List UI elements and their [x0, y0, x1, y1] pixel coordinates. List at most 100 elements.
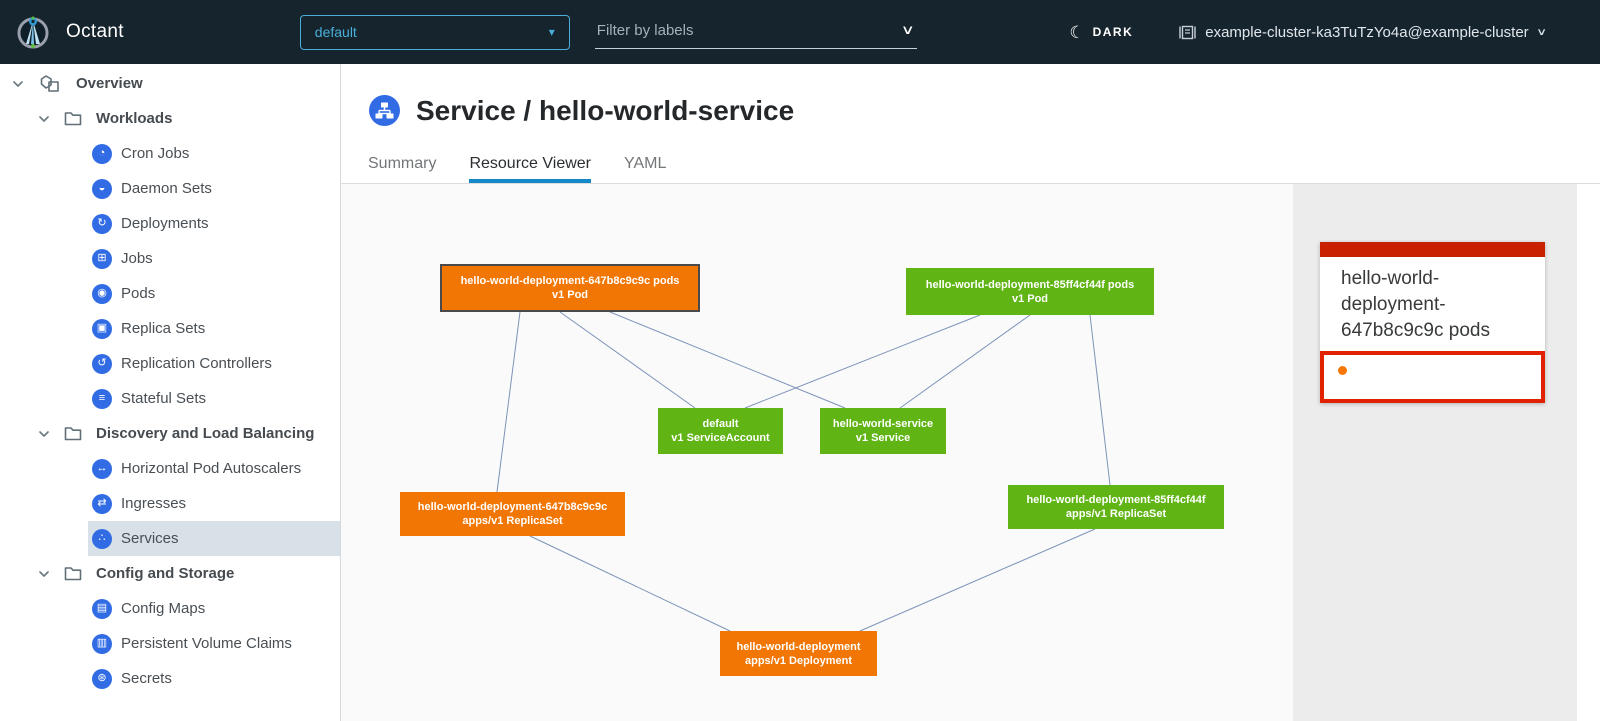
cluster-context-selector[interactable]: example-cluster-ka3TuTzYo4a@example-clus…	[1179, 23, 1547, 41]
cronjob-icon: ◔	[92, 143, 112, 164]
theme-toggle-label: DARK	[1092, 25, 1134, 39]
octant-logo-icon	[17, 16, 49, 49]
node-label-kind: apps/v1 ReplicaSet	[462, 515, 563, 527]
selected-node-card[interactable]: hello-world-deployment-647b8c9c9c pods	[1320, 242, 1545, 403]
graph-node-deployment-hello-world[interactable]: hello-world-deployment apps/v1 Deploymen…	[720, 631, 877, 676]
theme-toggle-button[interactable]: ☾ DARK	[1069, 24, 1133, 41]
main-content: Service / hello-world-service Summary Re…	[341, 64, 1600, 721]
sidebar-item-label: Deployments	[121, 215, 209, 232]
header-right-group: ☾ DARK example-cluster-ka3TuTzYo4a@examp…	[1069, 24, 1600, 41]
graph-node-service-hello-world[interactable]: hello-world-service v1 Service	[820, 408, 946, 454]
node-label-name: default	[702, 418, 739, 430]
sidebar-item-persistent-volume-claims[interactable]: ▥ Persistent Volume Claims	[88, 626, 340, 661]
namespace-dropdown[interactable]: default ▾	[299, 14, 570, 50]
service-icon	[369, 95, 400, 126]
sidebar-group-label: Workloads	[96, 110, 173, 127]
node-label-name: hello-world-deployment-85ff4cf44f pods	[925, 278, 1135, 291]
replicationcontroller-icon: ↺	[92, 353, 112, 374]
scrollbar-track[interactable]	[1577, 184, 1600, 721]
card-status-bar	[1320, 242, 1545, 257]
sidebar-item-jobs[interactable]: ⊞ Jobs	[88, 241, 340, 276]
sidebar-item-horizontal-pod-autoscalers[interactable]: ↔ Horizontal Pod Autoscalers	[88, 451, 340, 486]
sidebar-item-label: Horizontal Pod Autoscalers	[121, 460, 302, 477]
cluster-icon	[1179, 25, 1196, 39]
sidebar-item-pods[interactable]: ◉ Pods	[88, 276, 340, 311]
sidebar-item-label: Secrets	[121, 670, 172, 687]
chevron-down-icon[interactable]	[38, 113, 50, 125]
sidebar-item-label: Overview	[76, 75, 143, 92]
sidebar-item-label: Jobs	[121, 250, 153, 267]
graph-edges	[496, 311, 1111, 632]
cluster-context-label: example-cluster-ka3TuTzYo4a@example-clus…	[1205, 23, 1529, 41]
sidebar-item-replica-sets[interactable]: ▣ Replica Sets	[88, 311, 340, 346]
service-icon: ∴	[92, 528, 112, 549]
pvc-icon: ▥	[92, 633, 112, 654]
folder-icon	[64, 427, 82, 441]
tab-summary[interactable]: Summary	[368, 155, 437, 172]
statefulset-icon: ≡	[92, 388, 112, 409]
graph-node-pod-647b8c9c9c[interactable]: hello-world-deployment-647b8c9c9c pods v…	[440, 264, 700, 312]
daemonset-icon: ◒	[92, 178, 112, 199]
sidebar-item-daemon-sets[interactable]: ◒ Daemon Sets	[88, 171, 340, 206]
chevron-down-icon: ∨	[1535, 26, 1547, 38]
card-status-box	[1320, 351, 1545, 403]
octant-logo[interactable]	[0, 13, 52, 51]
label-filter: ∨	[594, 15, 917, 49]
deployment-icon: ↻	[92, 213, 112, 234]
folder-icon	[64, 112, 82, 126]
graph-node-pod-85ff4cf44f[interactable]: hello-world-deployment-85ff4cf44f pods v…	[906, 268, 1154, 315]
applications-icon	[40, 74, 59, 92]
sidebar-item-label: Persistent Volume Claims	[121, 635, 292, 652]
chevron-down-icon[interactable]	[38, 428, 50, 440]
sidebar-item-services[interactable]: ∴ Services	[88, 521, 340, 556]
chevron-down-icon[interactable]	[38, 568, 50, 580]
folder-icon	[64, 567, 82, 581]
sidebar-item-deployments[interactable]: ↻ Deployments	[88, 206, 340, 241]
card-title: hello-world-deployment-647b8c9c9c pods	[1341, 268, 1490, 341]
sidebar-item-label: Pods	[121, 285, 156, 302]
secret-icon: ⊛	[92, 668, 112, 689]
page-title: Service / hello-world-service	[416, 94, 795, 126]
node-label-kind: apps/v1 Deployment	[745, 654, 852, 667]
sidebar-item-config-maps[interactable]: ▤ Config Maps	[88, 591, 340, 626]
moon-icon: ☾	[1069, 22, 1085, 42]
sidebar-item-replication-controllers[interactable]: ↺ Replication Controllers	[88, 346, 340, 381]
tab-bar: Summary Resource Viewer YAML	[341, 143, 1600, 184]
tab-yaml[interactable]: YAML	[624, 155, 667, 172]
sidebar-item-label: Ingresses	[121, 495, 187, 512]
page-title-row: Service / hello-world-service	[341, 64, 1600, 143]
sidebar-group-workloads[interactable]: Workloads	[0, 101, 340, 136]
sidebar-item-overview[interactable]: Overview	[0, 66, 340, 101]
sidebar-item-stateful-sets[interactable]: ≡ Stateful Sets	[88, 381, 340, 416]
sidebar-item-label: Replication Controllers	[121, 355, 272, 372]
resource-viewer-canvas: hello-world-deployment-647b8c9c9c pods v…	[341, 184, 1600, 721]
node-label-kind: v1 Service	[855, 432, 911, 444]
chevron-down-icon[interactable]	[12, 78, 24, 90]
sidebar-item-cron-jobs[interactable]: ◔ Cron Jobs	[88, 136, 340, 171]
node-detail-panel: hello-world-deployment-647b8c9c9c pods	[1293, 184, 1577, 721]
pod-icon: ◉	[92, 283, 112, 304]
chevron-down-icon[interactable]: ∨	[900, 21, 916, 37]
node-label-kind: v1 Pod	[551, 289, 589, 301]
app-header: Octant default ▾ ∨ ☾ DARK example-cluste…	[0, 0, 1600, 64]
tab-resource-viewer[interactable]: Resource Viewer	[469, 155, 591, 183]
sidebar-group-discovery-and-load-balancing[interactable]: Discovery and Load Balancing	[0, 416, 340, 451]
status-dot	[1338, 366, 1347, 375]
sidebar-item-secrets[interactable]: ⊛ Secrets	[88, 661, 340, 696]
node-label-kind: apps/v1 ReplicaSet	[1065, 508, 1167, 520]
sidebar-group-config-and-storage[interactable]: Config and Storage	[0, 556, 340, 591]
label-filter-input[interactable]	[594, 15, 917, 49]
graph-node-replicaset-647b8c9c9c[interactable]: hello-world-deployment-647b8c9c9c apps/v…	[400, 492, 625, 536]
configmap-icon: ▤	[92, 598, 112, 619]
sidebar-item-ingresses[interactable]: ⇄ Ingresses	[88, 486, 340, 521]
graph-node-replicaset-85ff4cf44f[interactable]: hello-world-deployment-85ff4cf44f apps/v…	[1008, 485, 1224, 529]
node-label-kind: v1 ServiceAccount	[671, 432, 770, 444]
sidebar-item-label: Cron Jobs	[121, 145, 190, 162]
replicaset-icon: ▣	[92, 318, 112, 339]
graph-node-serviceaccount-default[interactable]: default v1 ServiceAccount	[658, 408, 783, 454]
node-label-name: hello-world-deployment-647b8c9c9c	[417, 501, 608, 513]
node-label-name: hello-world-deployment-647b8c9c9c pods	[460, 275, 680, 287]
sidebar-group-label: Discovery and Load Balancing	[96, 425, 315, 442]
sidebar-item-label: Stateful Sets	[121, 390, 207, 407]
sidebar-item-label: Daemon Sets	[121, 180, 212, 197]
